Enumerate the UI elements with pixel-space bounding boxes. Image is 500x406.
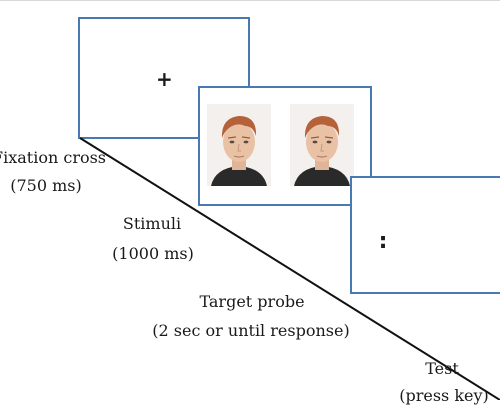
face-photo-right bbox=[290, 104, 354, 186]
target-probe-screen bbox=[350, 176, 500, 294]
top-rule bbox=[0, 0, 500, 1]
target-probe-symbol: : bbox=[378, 229, 388, 254]
fixation-cross-symbol: + bbox=[156, 67, 173, 91]
fixation-cross-screen bbox=[78, 17, 250, 139]
target-probe-duration: (2 sec or until response) bbox=[152, 321, 350, 340]
stimuli-label: Stimuli bbox=[122, 214, 182, 233]
fixation-duration: (750 ms) bbox=[10, 176, 82, 195]
face-photo-left bbox=[207, 104, 271, 186]
fixation-label: Fixation cross bbox=[0, 148, 107, 167]
target-probe-label: Target probe bbox=[199, 292, 305, 311]
stimuli-duration: (1000 ms) bbox=[112, 244, 194, 263]
test-label: Test bbox=[425, 359, 459, 378]
test-duration: (press key) bbox=[399, 386, 489, 405]
